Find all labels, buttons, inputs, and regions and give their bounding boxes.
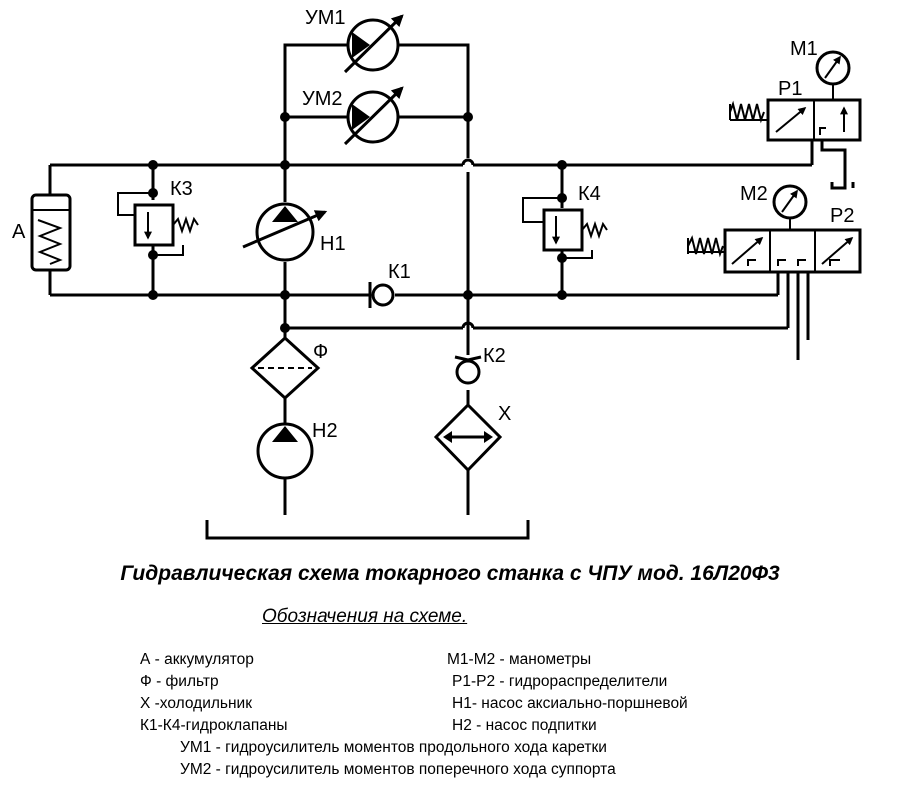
label-k2: К2: [483, 345, 506, 367]
legend-item: Ф - фильтр: [140, 673, 219, 690]
label-m2: М2: [740, 183, 768, 205]
legend-title: Обозначения на схеме.: [262, 606, 468, 627]
distributor-p2-symbol: [687, 228, 862, 274]
hydraulic-schematic: УМ1 УМ2 А К3 К4 Н1 К1 Ф К2 Н2 Х М1 Р1 М2…: [12, 7, 862, 540]
label-m1: М1: [790, 38, 818, 60]
label-um1: УМ1: [305, 7, 346, 29]
label-h2: Н2: [312, 420, 338, 442]
legend-item: Х -холодильник: [140, 695, 252, 712]
legend-item: Р1-Р2 - гидрораспределители: [452, 673, 668, 690]
relief-valve-k4-symbol: [522, 197, 608, 259]
legend-item: А - аккумулятор: [140, 651, 254, 668]
pump-h1-symbol: [242, 202, 328, 262]
pump-h2-symbol: [256, 422, 314, 480]
label-h1: Н1: [320, 233, 346, 255]
diagram-caption: Гидравлическая схема токарного станка с …: [120, 562, 780, 585]
legend-item: Н1- насос аксиально-поршневой: [452, 695, 688, 712]
legend-item: М1-М2 - манометры: [447, 651, 592, 668]
cooler-symbol: [433, 402, 503, 473]
accumulator-a-symbol: [30, 193, 72, 272]
legend-item: УМ1 - гидроусилитель моментов продольног…: [180, 739, 607, 756]
label-k4: К4: [578, 183, 601, 205]
label-a: А: [12, 221, 26, 243]
manometer-m1-symbol: [815, 50, 851, 100]
label-k1: К1: [388, 261, 411, 283]
distributor-p1-symbol: [729, 98, 862, 142]
legend-item: Н2 - насос подпитки: [452, 717, 597, 734]
legend-item: УМ2 - гидроусилитель моментов поперечног…: [180, 761, 616, 778]
motor-um2-symbol: [343, 86, 404, 146]
pipelines: [48, 43, 855, 540]
junction-dots: [148, 112, 567, 333]
check-valve-k2-symbol: [454, 355, 482, 385]
label-f: Ф: [313, 341, 328, 363]
label-p2: Р2: [830, 205, 854, 227]
label-um2: УМ2: [302, 88, 343, 110]
relief-valve-k3-symbol: [117, 192, 199, 256]
legend-item: К1-К4-гидроклапаны: [140, 717, 288, 734]
label-k3: К3: [170, 178, 193, 200]
manometer-m2-symbol: [772, 184, 808, 230]
motor-um1-symbol: [343, 14, 404, 74]
check-valve-k1-symbol: [368, 282, 395, 308]
label-x: Х: [498, 403, 511, 425]
label-p1: Р1: [778, 78, 802, 100]
filter-symbol: [249, 335, 321, 401]
